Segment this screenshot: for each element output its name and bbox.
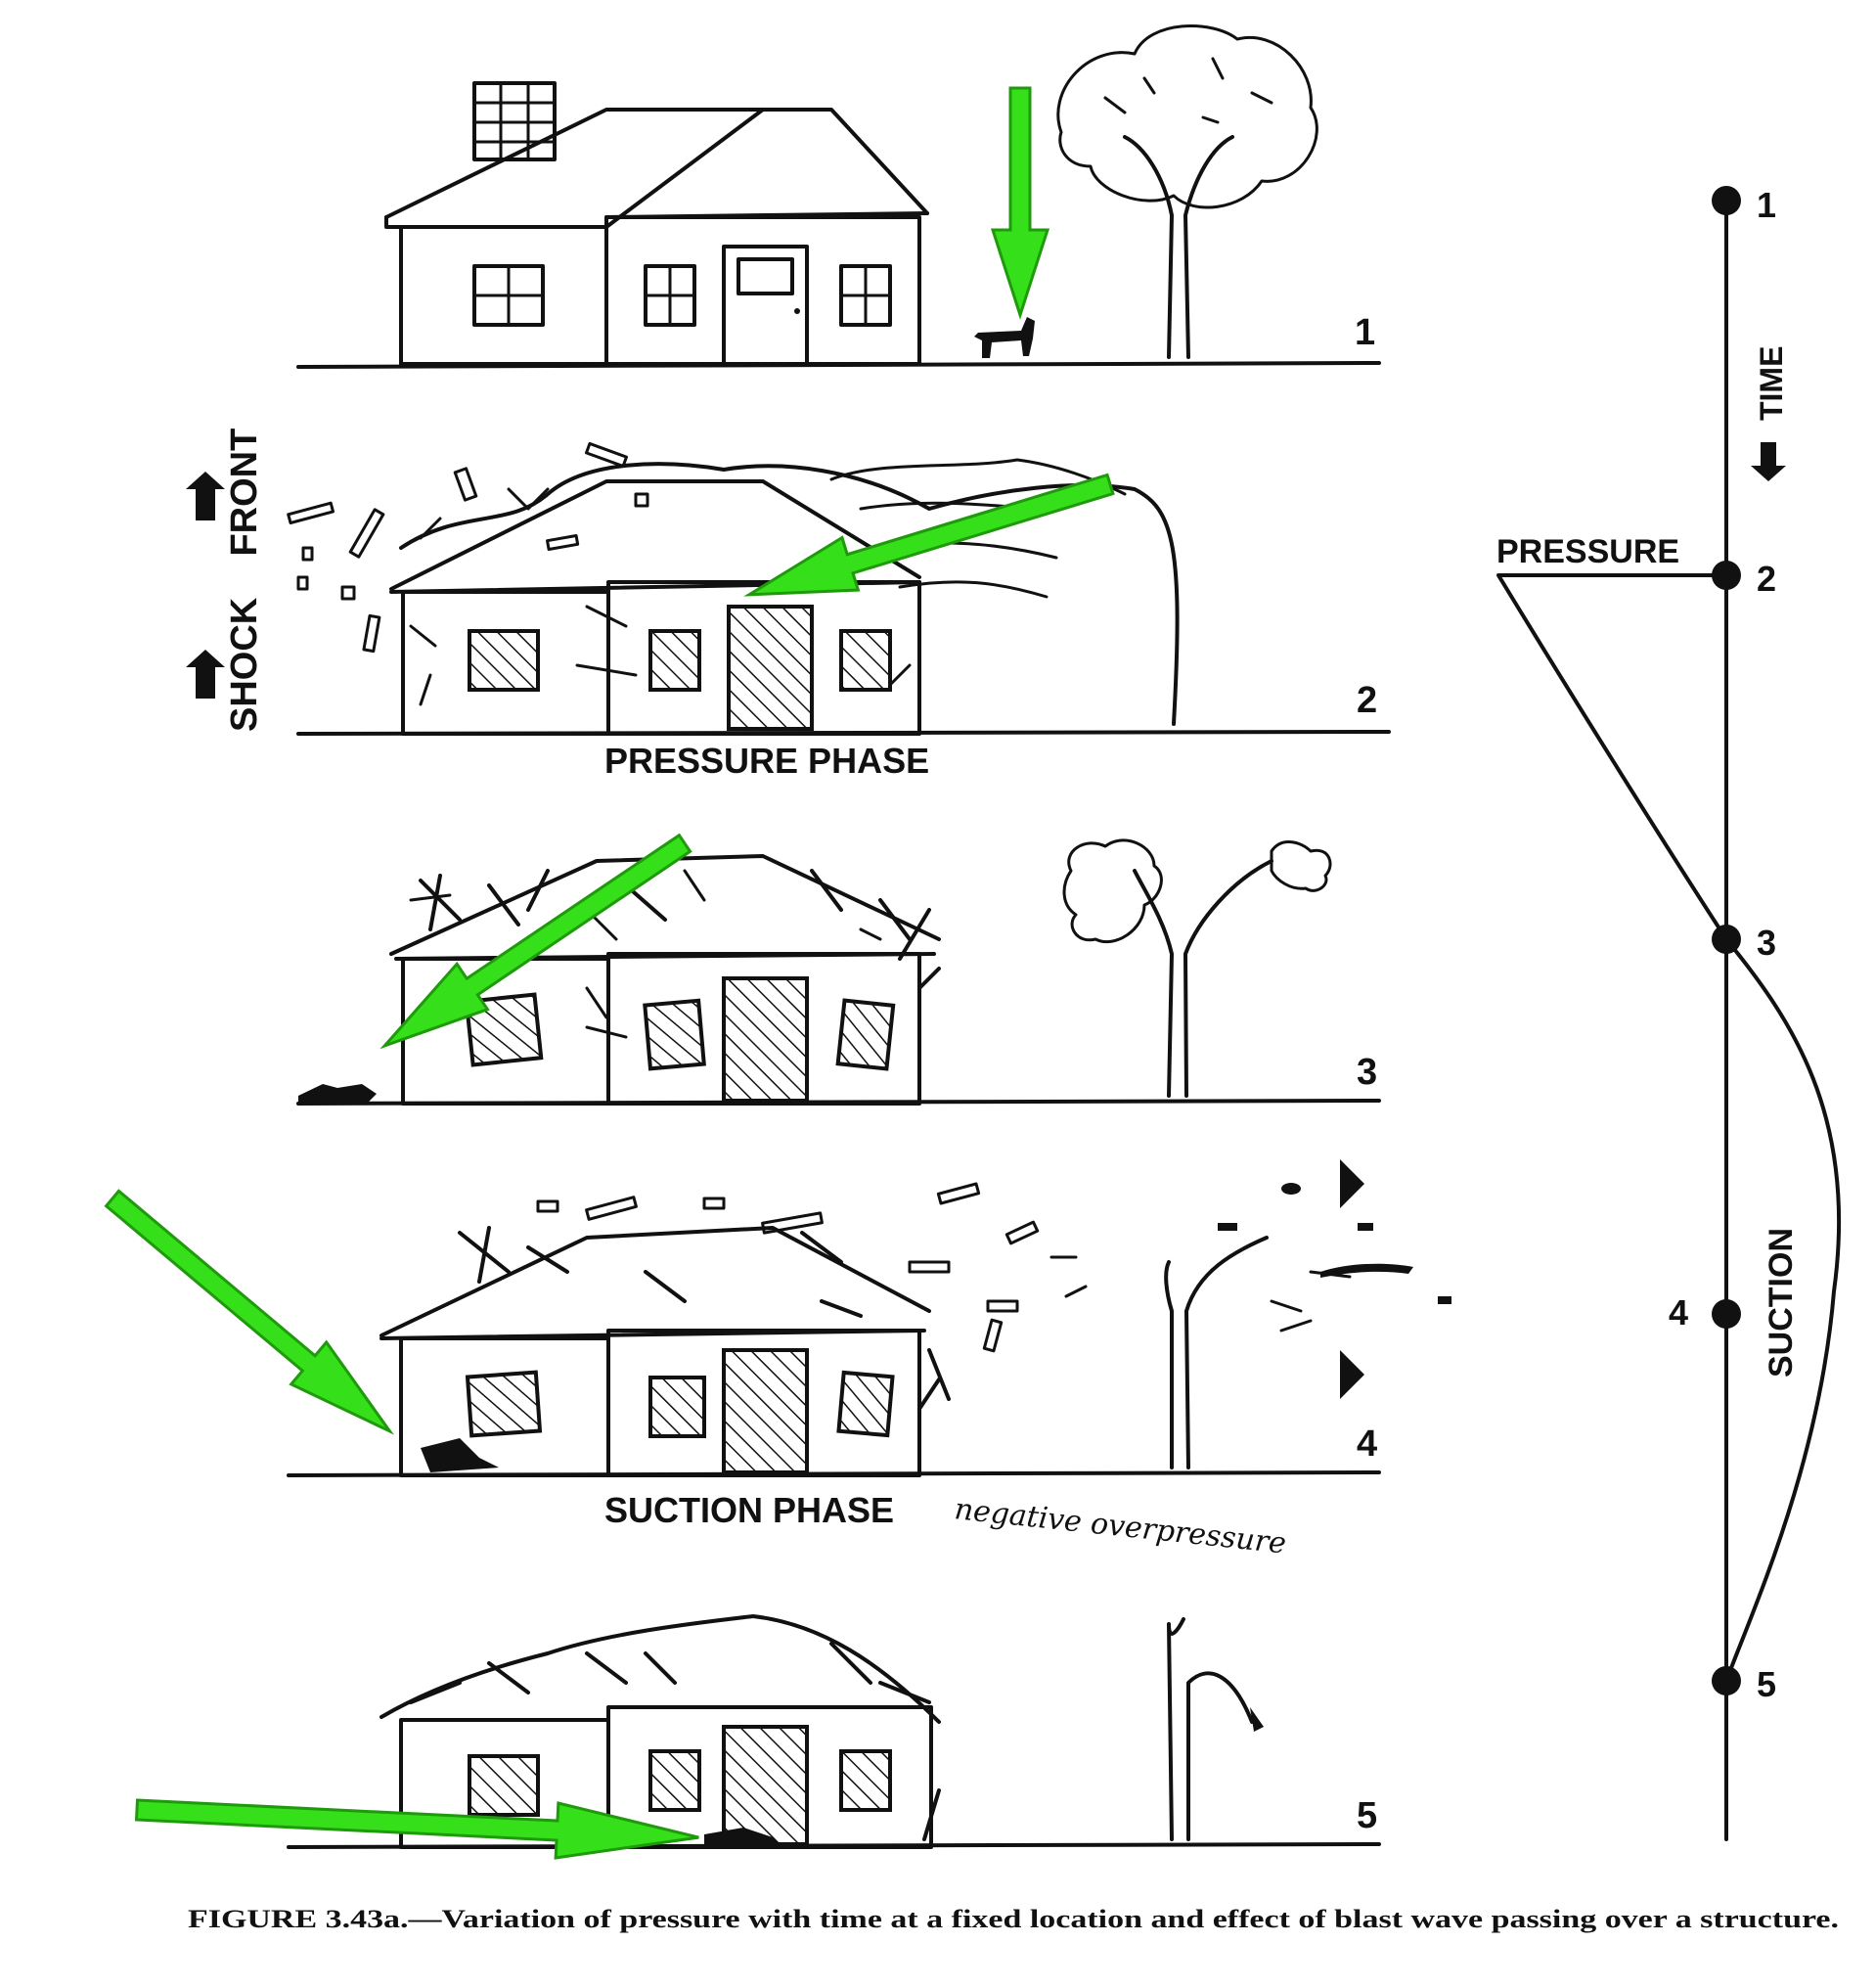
- roof: [384, 108, 929, 219]
- collapsed-house: [379, 1614, 941, 1849]
- highlight-arrow: [134, 1798, 699, 1860]
- door: [722, 1348, 809, 1474]
- window: [468, 629, 540, 692]
- time-point-label: 5: [1757, 1664, 1776, 1704]
- time-point: [1712, 925, 1741, 954]
- damaged-house: [379, 1226, 951, 1477]
- panel-2: SHOCK FRONT PRESSURE PHASE 2: [186, 429, 1391, 781]
- window: [648, 629, 701, 692]
- highlight-arrow: [104, 1189, 395, 1435]
- door: [722, 245, 809, 366]
- window: [465, 1370, 543, 1438]
- panel-5: 5: [287, 1614, 1381, 1849]
- time-point: [1712, 1299, 1741, 1329]
- door: [722, 976, 809, 1103]
- bent-tree: [1062, 838, 1332, 1098]
- time-arrow: [1751, 442, 1786, 481]
- time-point-label: 4: [1669, 1292, 1688, 1333]
- window: [468, 1754, 540, 1817]
- pressure-phase-label: PRESSURE PHASE: [604, 741, 929, 781]
- pressure-curve: [1496, 573, 1842, 1683]
- window: [464, 992, 544, 1067]
- flying-debris: [287, 441, 649, 654]
- window: [836, 1370, 895, 1438]
- time-point-label: 3: [1757, 923, 1776, 963]
- window: [648, 1376, 706, 1438]
- highlight-arrow: [743, 473, 1115, 597]
- window: [839, 629, 892, 692]
- window: [839, 1749, 892, 1812]
- time-label: TIME: [1754, 346, 1789, 421]
- window: [835, 998, 896, 1071]
- dog: [974, 317, 1035, 358]
- panel-number: 5: [1357, 1795, 1377, 1836]
- tree: [1056, 24, 1318, 359]
- panel-number: 3: [1357, 1052, 1377, 1093]
- time-point-label: 1: [1757, 185, 1776, 225]
- panel-4: SUCTION PHASE negative overpressure 4: [287, 1159, 1451, 1561]
- shock-front-arrows: SHOCK FRONT: [186, 429, 265, 732]
- panel-number: 2: [1357, 680, 1377, 721]
- time-point-label: 2: [1757, 559, 1776, 599]
- window: [648, 1749, 701, 1812]
- door: [722, 1725, 809, 1846]
- intact-house: [384, 81, 929, 366]
- suction-arrows: [1340, 1159, 1364, 1399]
- time-point: [1712, 561, 1741, 590]
- dog-blown-over: [298, 1084, 377, 1104]
- shock-front-label: SHOCK FRONT: [224, 429, 265, 732]
- pressure-time-graph: 1 2 3 4 5 TIME PRESSURE SUCTION: [1496, 185, 1842, 1841]
- time-point: [1712, 1666, 1741, 1695]
- damaged-house: [389, 458, 1180, 736]
- highlight-arrow: [379, 833, 692, 1050]
- time-point: [1712, 186, 1741, 215]
- panel-1: 1: [296, 24, 1381, 369]
- pressure-label: PRESSURE: [1496, 533, 1679, 570]
- house-right-wall: [604, 215, 921, 366]
- door: [727, 605, 814, 731]
- bent-tree: [1164, 1236, 1352, 1469]
- suction-phase-label: SUCTION PHASE: [604, 1490, 894, 1530]
- broken-tree: [1167, 1617, 1264, 1841]
- handwritten-note: negative overpressure: [953, 1492, 1287, 1560]
- highlight-arrow: [990, 86, 1050, 320]
- panel-number: 4: [1357, 1423, 1377, 1465]
- figure-caption: FIGURE 3.43a.—Variation of pressure with…: [188, 1905, 1839, 1933]
- flying-debris: [536, 1182, 1451, 1353]
- highlight-arrows: [104, 86, 1115, 1860]
- window: [643, 998, 706, 1071]
- panel-number: 1: [1355, 312, 1375, 353]
- suction-label: SUCTION: [1763, 1228, 1800, 1378]
